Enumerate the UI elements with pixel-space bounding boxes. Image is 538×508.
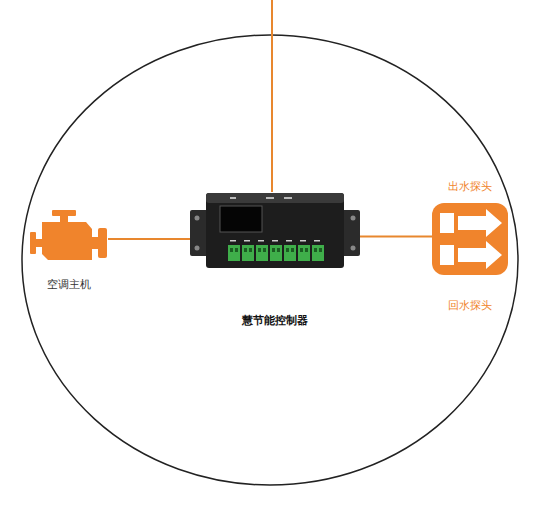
- node-label: 慧节能控制器: [242, 314, 308, 328]
- connector-line: [360, 236, 432, 237]
- engine-icon: [30, 210, 108, 268]
- probe-unit: 出水探头回水探头: [432, 203, 508, 275]
- node-label: 回水探头: [448, 299, 492, 313]
- connector-line: [108, 239, 190, 240]
- boundary-ellipse: [22, 35, 518, 485]
- controller-device: [190, 190, 360, 270]
- host-unit: 空调主机: [30, 210, 108, 268]
- node-label: 空调主机: [47, 278, 91, 292]
- node-label: 出水探头: [448, 180, 492, 194]
- controller-unit: 慧节能控制器: [190, 190, 360, 270]
- top-wire: [271, 0, 273, 192]
- probe-icon: [432, 203, 508, 275]
